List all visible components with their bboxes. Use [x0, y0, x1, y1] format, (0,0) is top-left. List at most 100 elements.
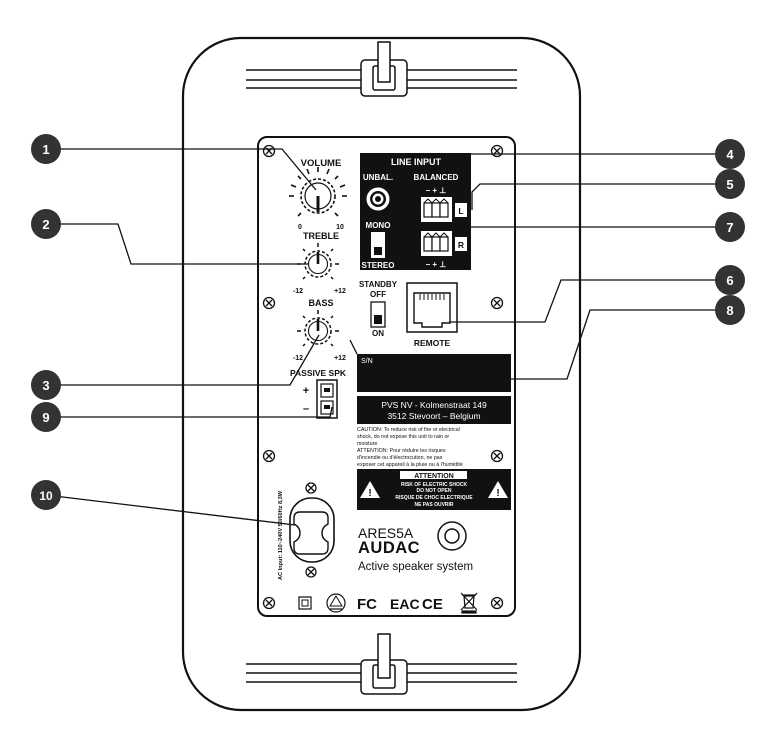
- standby-label: STANDBY: [359, 280, 398, 289]
- serial-label: S/N: [361, 358, 373, 365]
- callout-7: 7: [715, 212, 745, 242]
- class-ii-icon: [298, 596, 312, 610]
- plate-screws: [262, 144, 504, 610]
- svg-text:6: 6: [726, 273, 733, 288]
- speaker-vent-icon: [437, 521, 467, 551]
- callout-1: 1: [31, 134, 61, 164]
- warning-triangle-icon: !: [488, 481, 508, 499]
- shock-line-2: DO NOT OPEN: [416, 488, 451, 494]
- svg-text:CAUTION: To reduce risk of fir: CAUTION: To reduce risk of fire or elect…: [357, 427, 460, 433]
- bass-knob[interactable]: [297, 310, 339, 347]
- standby-switch[interactable]: [370, 301, 386, 328]
- passive-spk-minus: –: [303, 403, 309, 415]
- standby-on-label: ON: [372, 329, 384, 338]
- mono-label: MONO: [366, 221, 391, 230]
- svg-text:d'incendie ou d'électrocution,: d'incendie ou d'électrocution, ne pas: [357, 455, 443, 461]
- unbal-rca-jack[interactable]: [366, 187, 390, 211]
- shock-line-4: NE PAS OUVRIR: [414, 502, 453, 508]
- passive-spk-plus: +: [303, 385, 309, 397]
- shock-line-3: RISQUE DE CHOC ELECTRIQUE: [395, 495, 473, 501]
- ac-power-inlet[interactable]: [289, 497, 335, 563]
- treble-label: TREBLE: [303, 231, 339, 241]
- remote-label: REMOTE: [414, 338, 451, 348]
- brand-name: AUDAC: [358, 539, 420, 557]
- model-name: ARES5A: [358, 525, 414, 541]
- screw-icon: [490, 144, 504, 158]
- ac-input-label: AC Input: 110~240V 50/60Hz 8,3W: [278, 490, 284, 580]
- screw-icon: [262, 144, 276, 158]
- warning-triangle-icon: !: [360, 481, 380, 499]
- svg-text:ATTENTION: Pour réduire les ri: ATTENTION: Pour réduire les risques: [357, 448, 446, 454]
- address-block: [357, 396, 511, 424]
- line-input-label: LINE INPUT: [391, 157, 442, 167]
- balanced-pins-bottom: – + ⊥: [426, 260, 447, 269]
- bass-min-label: -12: [293, 355, 303, 362]
- attention-label: ATTENTION: [414, 473, 454, 480]
- address-line-1: PVS NV - Kolmenstraat 149: [381, 400, 487, 410]
- caution-text: CAUTION: To reduce risk of fire or elect…: [357, 427, 463, 468]
- product-type: Active speaker system: [358, 561, 473, 573]
- passive-spk-label: PASSIVE SPK: [290, 368, 347, 378]
- mono-stereo-switch[interactable]: [371, 232, 385, 258]
- remote-port[interactable]: [406, 282, 458, 333]
- balanced-label: BALANCED: [414, 173, 459, 182]
- bottom-mount-bracket: [246, 633, 517, 695]
- svg-text:4: 4: [726, 147, 734, 162]
- svg-text:!: !: [368, 488, 371, 499]
- screw-icon: [262, 596, 276, 610]
- svg-text:2: 2: [42, 217, 49, 232]
- volume-max-label: 10: [336, 224, 344, 231]
- certification-mark-icon: [326, 593, 346, 613]
- treble-max-label: +12: [334, 288, 346, 295]
- unbal-label: UNBAL.: [363, 173, 393, 182]
- callout-10: 10: [31, 480, 61, 510]
- balanced-left-connector[interactable]: [421, 197, 452, 222]
- address-line-2: 3512 Stevoort – Belgium: [387, 411, 480, 421]
- svg-text:shock, do not expose this unit: shock, do not expose this unit to rain o…: [357, 434, 449, 440]
- svg-text:9: 9: [42, 410, 49, 425]
- callout-4: 4: [715, 139, 745, 169]
- svg-text:exposer cet appareil à la plui: exposer cet appareil à la pluie ou à l'h…: [357, 462, 463, 468]
- balanced-right-connector[interactable]: [421, 231, 452, 256]
- stereo-label: STEREO: [362, 261, 395, 270]
- svg-text:1: 1: [42, 142, 49, 157]
- fcc-mark: FC: [357, 596, 377, 613]
- serial-number-block: [357, 354, 511, 392]
- svg-text:10: 10: [39, 489, 53, 503]
- screw-icon: [262, 449, 276, 463]
- screw-icon: [262, 296, 276, 310]
- callout-3: 3: [31, 370, 61, 400]
- svg-text:3: 3: [42, 378, 49, 393]
- volume-knob[interactable]: [289, 167, 347, 217]
- shock-line-1: RISK OF ELECTRIC SHOCK: [401, 482, 468, 488]
- ce-mark: CE: [422, 596, 443, 613]
- callout-2: 2: [31, 209, 61, 239]
- svg-text:moisture: moisture: [357, 441, 377, 447]
- passive-spk-terminal[interactable]: [316, 379, 338, 419]
- balanced-pins-top: – + ⊥: [426, 186, 447, 195]
- callout-5: 5: [715, 169, 745, 199]
- top-mount-bracket: [246, 41, 517, 97]
- bass-max-label: +12: [334, 355, 346, 362]
- screw-icon: [490, 596, 504, 610]
- callout-8: 8: [715, 295, 745, 325]
- callout-6: 6: [715, 265, 745, 295]
- svg-text:!: !: [496, 488, 499, 499]
- weee-bin-icon: [460, 592, 478, 614]
- standby-off-label: OFF: [370, 290, 386, 299]
- svg-text:5: 5: [726, 177, 733, 192]
- left-channel-label: L: [458, 206, 463, 216]
- volume-label: VOLUME: [301, 158, 342, 169]
- eac-mark: EAC: [390, 596, 420, 612]
- right-channel-label: R: [458, 240, 464, 250]
- volume-min-label: 0: [298, 224, 302, 231]
- callout-9: 9: [31, 402, 61, 432]
- bass-label: BASS: [308, 298, 333, 308]
- screw-icon: [490, 296, 504, 310]
- screw-icon: [490, 449, 504, 463]
- screw-icon: [305, 482, 317, 494]
- svg-text:7: 7: [726, 220, 733, 235]
- callout-leader-lines: [45, 148, 730, 526]
- screw-icon: [305, 566, 317, 578]
